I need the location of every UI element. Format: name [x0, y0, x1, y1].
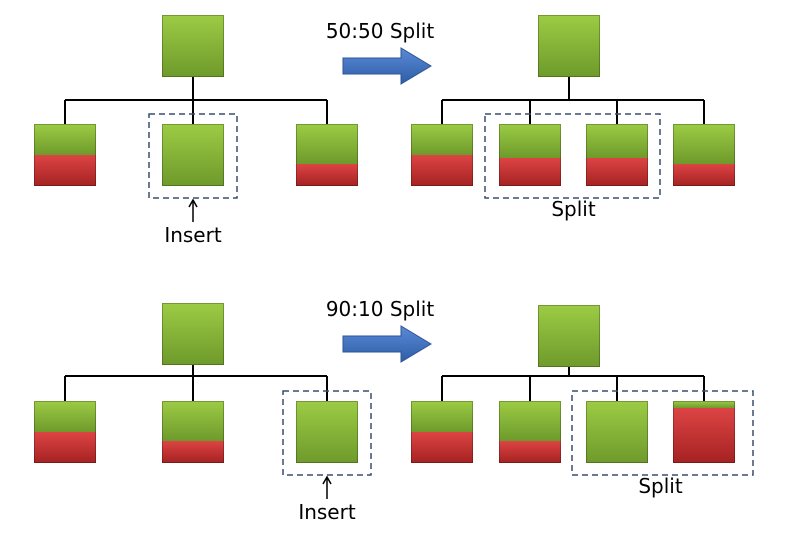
before-tree-leaf-node-green-part	[162, 401, 224, 441]
after-tree-leaf-node	[411, 401, 473, 463]
after-tree-root-node-green-part	[538, 15, 600, 77]
after-tree-root-node	[538, 15, 600, 77]
after-tree-leaf-node	[586, 401, 648, 463]
before-tree-leaf-node-border	[34, 401, 96, 463]
transform-arrow	[342, 325, 432, 363]
after-tree-leaf-node-green-part	[499, 124, 561, 158]
after-tree-root-node-green-part	[538, 305, 600, 367]
after-tree-leaf-node-red-part	[499, 158, 561, 186]
before-tree-leaf-node	[34, 401, 96, 463]
after-tree-leaf-node-red-part	[673, 164, 735, 186]
after-tree-root-node	[538, 305, 600, 367]
before-tree-root-node	[162, 303, 224, 365]
after-tree-leaf-node-border	[499, 124, 561, 186]
after-tree-leaf-node	[499, 401, 561, 463]
after-tree-leaf-node-green-part	[586, 401, 648, 463]
before-tree-root-node-green-part	[162, 303, 224, 365]
after-tree-leaf-node-border	[673, 124, 735, 186]
after-tree-leaf-node	[673, 124, 735, 186]
before-tree-leaf-node-green-part	[296, 124, 358, 164]
insert-pointer-arrow-head	[188, 198, 198, 208]
transform-arrow-shape	[342, 325, 432, 363]
after-tree-leaf-node-red-part	[673, 408, 735, 463]
before-tree-leaf-node	[296, 124, 358, 186]
insert-highlight-box	[282, 390, 372, 476]
after-tree-leaf-node-green-part	[499, 401, 561, 441]
after-tree-leaf-node-border	[499, 401, 561, 463]
before-tree-leaf-node	[296, 401, 358, 463]
after-tree-leaf-node-red-part	[411, 432, 473, 463]
split-highlight-box	[484, 113, 661, 199]
split-highlight-box	[571, 390, 754, 476]
before-tree-root-node-green-part	[162, 15, 224, 77]
after-tree-leaf-node	[673, 401, 735, 463]
after-tree-leaf-node-green-part	[673, 401, 735, 408]
insert-highlight-box	[148, 113, 238, 199]
after-tree-leaf-node-green-part	[411, 401, 473, 432]
before-tree-leaf-node-red-part	[162, 441, 224, 463]
before-tree-leaf-node	[162, 124, 224, 186]
insert-label: Insert	[164, 223, 222, 247]
before-tree-leaf-node-border	[34, 124, 96, 186]
before-tree-leaf-node-border	[162, 124, 224, 186]
split-ratio-label: 50:50 Split	[326, 19, 434, 43]
after-tree-leaf-node	[586, 124, 648, 186]
split-ratio-label: 90:10 Split	[326, 297, 434, 321]
after-tree-leaf-node-green-part	[586, 124, 648, 158]
after-tree-leaf-node-red-part	[499, 441, 561, 463]
insert-pointer-arrow-head	[322, 475, 332, 485]
before-tree-leaf-node-green-part	[34, 124, 96, 155]
before-tree-leaf-node-red-part	[296, 164, 358, 186]
after-tree-leaf-node-red-part	[586, 158, 648, 186]
before-tree-leaf-node-border	[162, 401, 224, 463]
after-tree-leaf-node-border	[411, 401, 473, 463]
insert-label: Insert	[298, 500, 356, 524]
before-tree-root-node	[162, 15, 224, 77]
before-tree-leaf-node-green-part	[34, 401, 96, 432]
before-tree-leaf-node	[34, 124, 96, 186]
before-tree-leaf-node-border	[296, 124, 358, 186]
after-tree-leaf-node-border	[586, 124, 648, 186]
after-tree-leaf-node-border	[586, 401, 648, 463]
transform-arrow	[342, 47, 432, 85]
split-label: Split	[551, 197, 596, 221]
before-tree-leaf-node-green-part	[296, 401, 358, 463]
after-tree-leaf-node-border	[411, 124, 473, 186]
after-tree-leaf-node-red-part	[411, 155, 473, 186]
before-tree-root-node-border	[162, 303, 224, 365]
before-tree-leaf-node-red-part	[34, 155, 96, 186]
before-tree-leaf-node-red-part	[34, 432, 96, 463]
after-tree-leaf-node-border	[673, 401, 735, 463]
after-tree-leaf-node	[499, 124, 561, 186]
after-tree-leaf-node-green-part	[411, 124, 473, 155]
after-tree-root-node-border	[538, 305, 600, 367]
after-tree-leaf-node	[411, 124, 473, 186]
before-tree-leaf-node	[162, 401, 224, 463]
split-label: Split	[638, 474, 683, 498]
after-tree-root-node-border	[538, 15, 600, 77]
before-tree-leaf-node-green-part	[162, 124, 224, 186]
before-tree-root-node-border	[162, 15, 224, 77]
before-tree-leaf-node-border	[296, 401, 358, 463]
transform-arrow-shape	[342, 47, 432, 85]
after-tree-leaf-node-green-part	[673, 124, 735, 164]
